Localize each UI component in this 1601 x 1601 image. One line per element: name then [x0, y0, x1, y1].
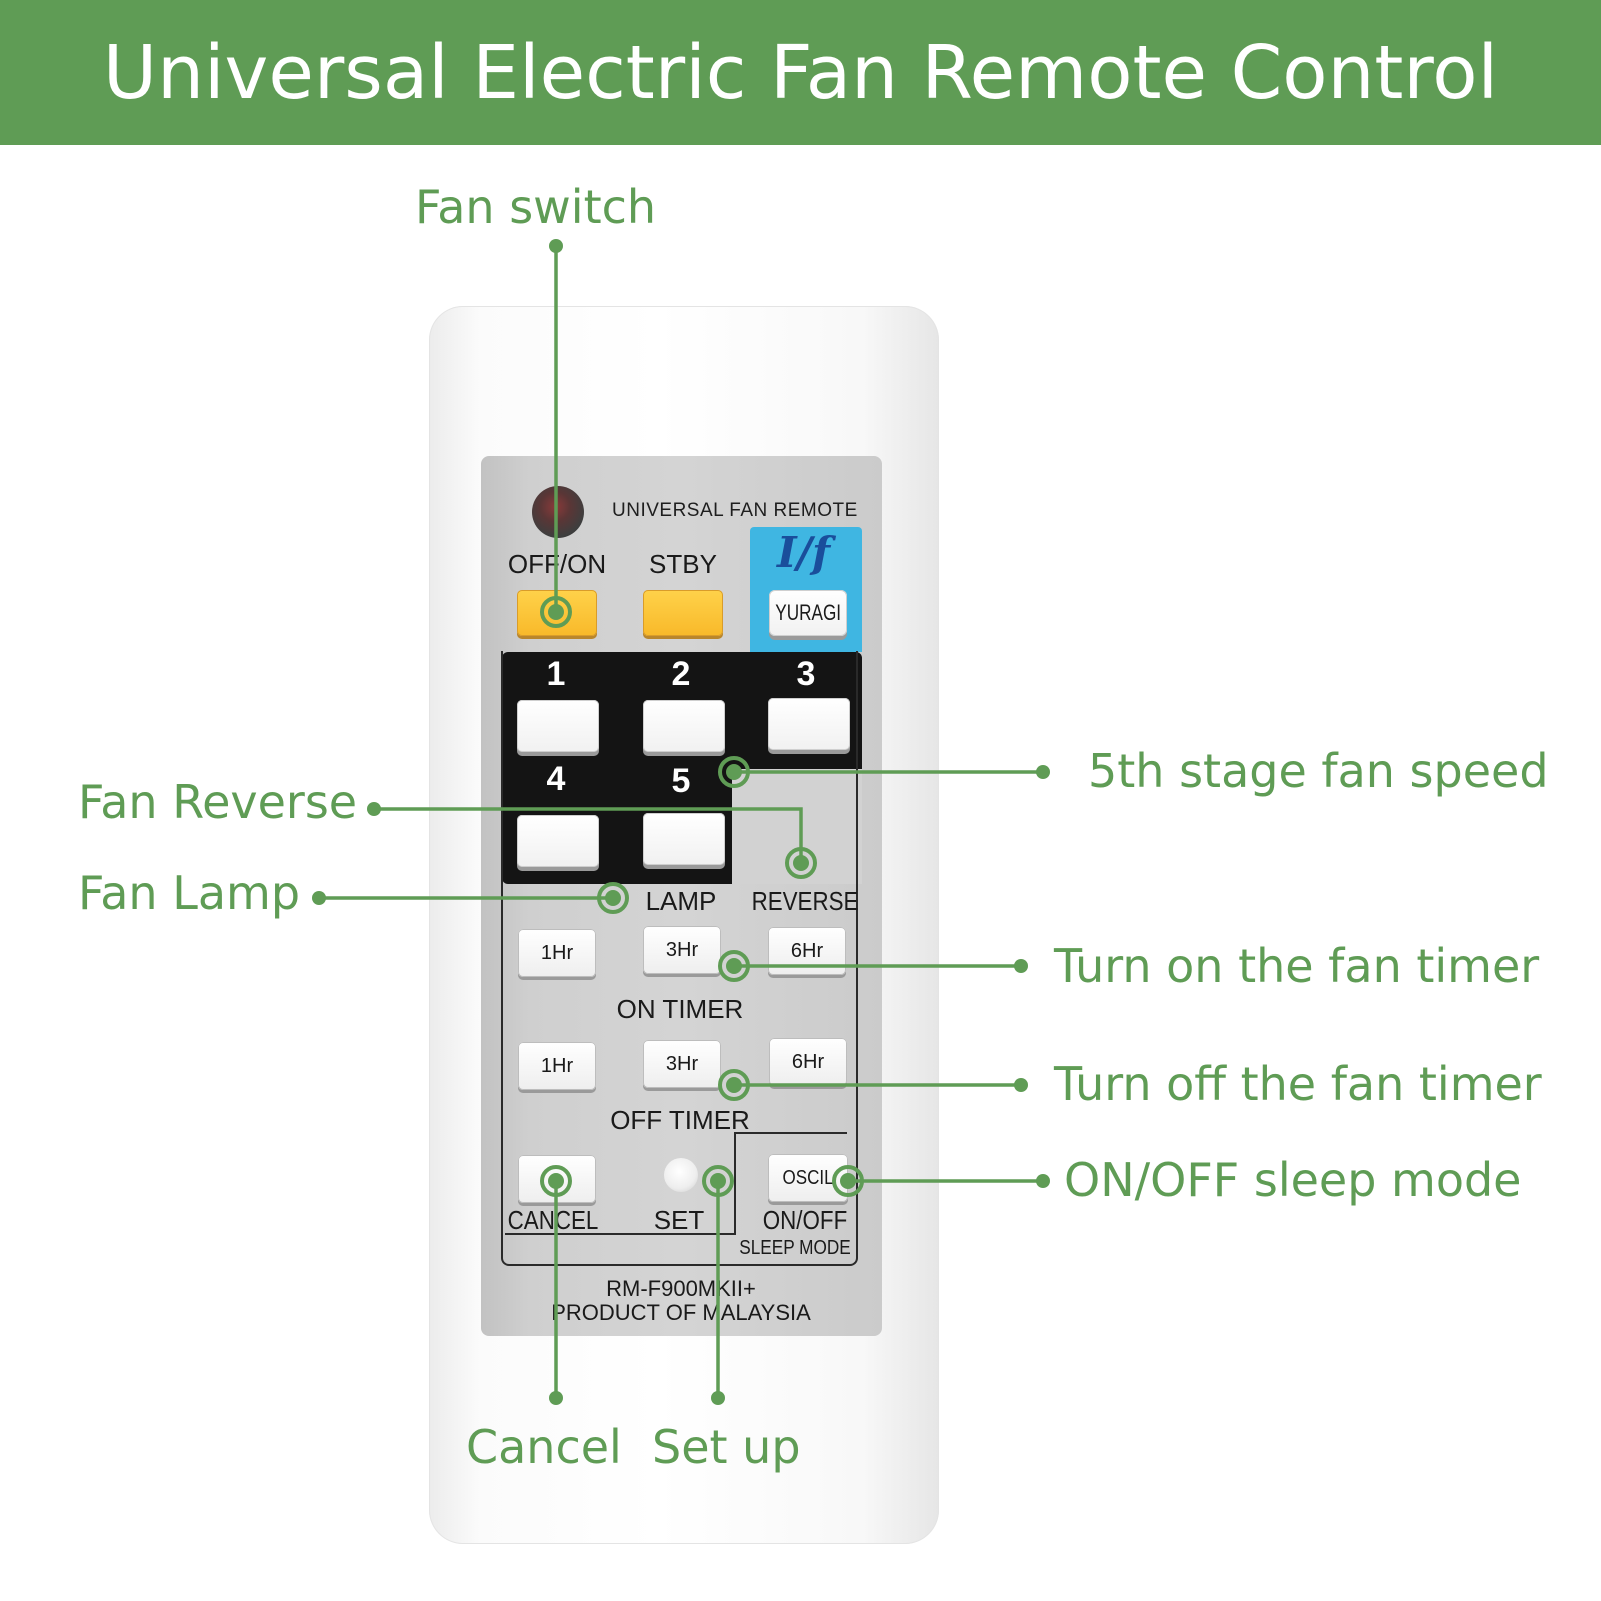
model-origin: PRODUCT OF MALAYSIA: [551, 1300, 811, 1325]
label-speed-4: 4: [546, 760, 566, 798]
yuragi-button[interactable]: YURAGI: [769, 590, 847, 636]
oscil-button[interactable]: OSCIL: [768, 1154, 848, 1202]
annotation-fan-lamp: Fan Lamp: [78, 866, 301, 920]
off-on-button[interactable]: [517, 590, 597, 636]
banner-title: Universal Electric Fan Remote Control: [102, 29, 1499, 116]
cancel-button[interactable]: [518, 1155, 596, 1203]
dot-on-timer: [1014, 959, 1028, 973]
yuragi-label: YURAGI: [775, 600, 841, 625]
dot-off-timer: [1014, 1078, 1028, 1092]
label-reverse: REVERSE: [751, 886, 859, 916]
control-frame: [501, 651, 858, 1266]
on-3hr-label: 3Hr: [665, 938, 699, 961]
on-timer-1hr-button[interactable]: 1Hr: [518, 929, 596, 977]
off-6hr-label: 6Hr: [791, 1050, 825, 1073]
label-lamp: LAMP: [645, 886, 717, 916]
annotation-sleep-mode: ON/OFF sleep mode: [1064, 1153, 1522, 1207]
remote-brand: UNIVERSAL FAN REMOTE: [612, 500, 858, 521]
label-cancel: CANCEL: [507, 1205, 599, 1235]
label-speed-5: 5: [671, 762, 691, 800]
off-timer-1hr-button[interactable]: 1Hr: [518, 1042, 596, 1090]
logo-if: I/f: [777, 528, 831, 577]
dot-fan-reverse: [367, 802, 381, 816]
annotation-set-up: Set up: [652, 1420, 801, 1474]
speed-3-button[interactable]: [768, 698, 850, 750]
title-banner: Universal Electric Fan Remote Control: [0, 0, 1601, 145]
dot-fan-lamp: [312, 891, 326, 905]
speed-2-button[interactable]: [643, 700, 725, 752]
label-off-timer: OFF TIMER: [610, 1105, 750, 1135]
sleep-frame-divider: [734, 1133, 736, 1235]
model-number: RM-F900MKII+: [606, 1276, 756, 1301]
sleep-frame-top: [734, 1132, 847, 1134]
cancel-frame-base: [505, 1233, 736, 1235]
off-1hr-label: 1Hr: [540, 1054, 574, 1077]
on-timer-6hr-button[interactable]: 6Hr: [768, 927, 846, 975]
off-3hr-label: 3Hr: [665, 1052, 699, 1075]
set-button[interactable]: [664, 1158, 698, 1192]
off-timer-6hr-button[interactable]: 6Hr: [769, 1038, 847, 1086]
dot-sleep-mode: [1036, 1174, 1050, 1188]
label-stby: STBY: [649, 549, 717, 579]
annotation-off-timer: Turn off the fan timer: [1054, 1057, 1542, 1111]
oscil-label: OSCIL: [782, 1166, 834, 1189]
speed-5-button[interactable]: [643, 813, 725, 865]
label-sleep-mode: SLEEP MODE: [739, 1237, 851, 1259]
annotation-fan-switch: Fan switch: [415, 180, 657, 234]
dot-fan-switch: [549, 239, 563, 253]
dot-fifth-speed: [1036, 765, 1050, 779]
speed-1-button[interactable]: [517, 700, 599, 752]
annotation-fan-reverse: Fan Reverse: [78, 775, 358, 829]
power-led-icon: [532, 486, 584, 538]
speed-4-button[interactable]: [517, 815, 599, 867]
on-timer-3hr-button[interactable]: 3Hr: [643, 926, 721, 974]
label-speed-2: 2: [671, 655, 691, 693]
label-set: SET: [653, 1205, 705, 1235]
annotation-fifth-speed: 5th stage fan speed: [1088, 744, 1549, 798]
label-off-on: OFF/ON: [507, 549, 607, 579]
on-1hr-label: 1Hr: [540, 941, 574, 964]
label-speed-1: 1: [546, 655, 566, 693]
annotation-cancel: Cancel: [466, 1420, 622, 1474]
stby-button[interactable]: [643, 590, 723, 636]
off-timer-3hr-button[interactable]: 3Hr: [643, 1040, 721, 1088]
on-6hr-label: 6Hr: [790, 939, 824, 962]
annotation-on-timer: Turn on the fan timer: [1054, 939, 1540, 993]
label-on-timer: ON TIMER: [616, 994, 744, 1024]
label-on-off-sleep: ON/OFF: [762, 1205, 848, 1235]
label-speed-3: 3: [796, 655, 816, 693]
